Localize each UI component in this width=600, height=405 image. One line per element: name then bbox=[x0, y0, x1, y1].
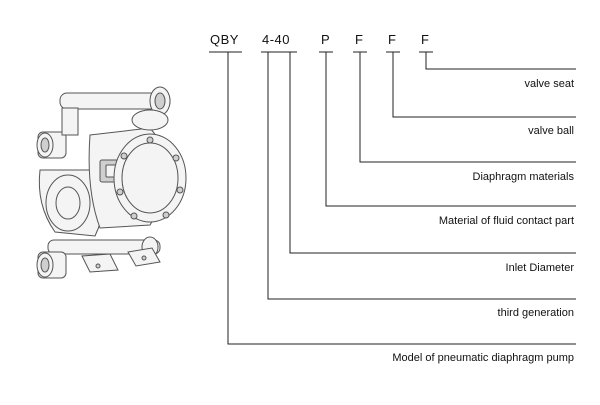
label-third-generation: third generation bbox=[498, 307, 574, 319]
code-segment-valve-seat: F bbox=[421, 32, 429, 47]
label-diaphragm-materials: Diaphragm materials bbox=[473, 171, 575, 183]
label-valve-ball: valve ball bbox=[528, 125, 574, 137]
code-segment-valve-ball: F bbox=[388, 32, 396, 47]
leader-valve-ball bbox=[392, 52, 576, 118]
leader-valve-seat bbox=[425, 52, 576, 70]
code-segment-qby: QBY bbox=[210, 32, 239, 47]
label-valve-seat: valve seat bbox=[524, 78, 574, 90]
label-pump-model: Model of pneumatic diaphragm pump bbox=[392, 352, 574, 364]
label-fluid-contact-material: Material of fluid contact part bbox=[439, 215, 574, 227]
code-segment-diaphragm: F bbox=[355, 32, 363, 47]
leader-diaphragm bbox=[359, 52, 576, 163]
leader-model bbox=[227, 52, 576, 345]
label-inlet-diameter: Inlet Diameter bbox=[506, 262, 575, 274]
leader-inlet-diameter bbox=[289, 52, 576, 254]
diaphragm-pump-icon bbox=[36, 86, 187, 279]
code-segment-size: 4-40 bbox=[262, 32, 290, 47]
code-segment-fluid-material: P bbox=[321, 32, 330, 47]
leader-generation bbox=[267, 52, 576, 300]
leader-fluid-material bbox=[325, 52, 576, 207]
